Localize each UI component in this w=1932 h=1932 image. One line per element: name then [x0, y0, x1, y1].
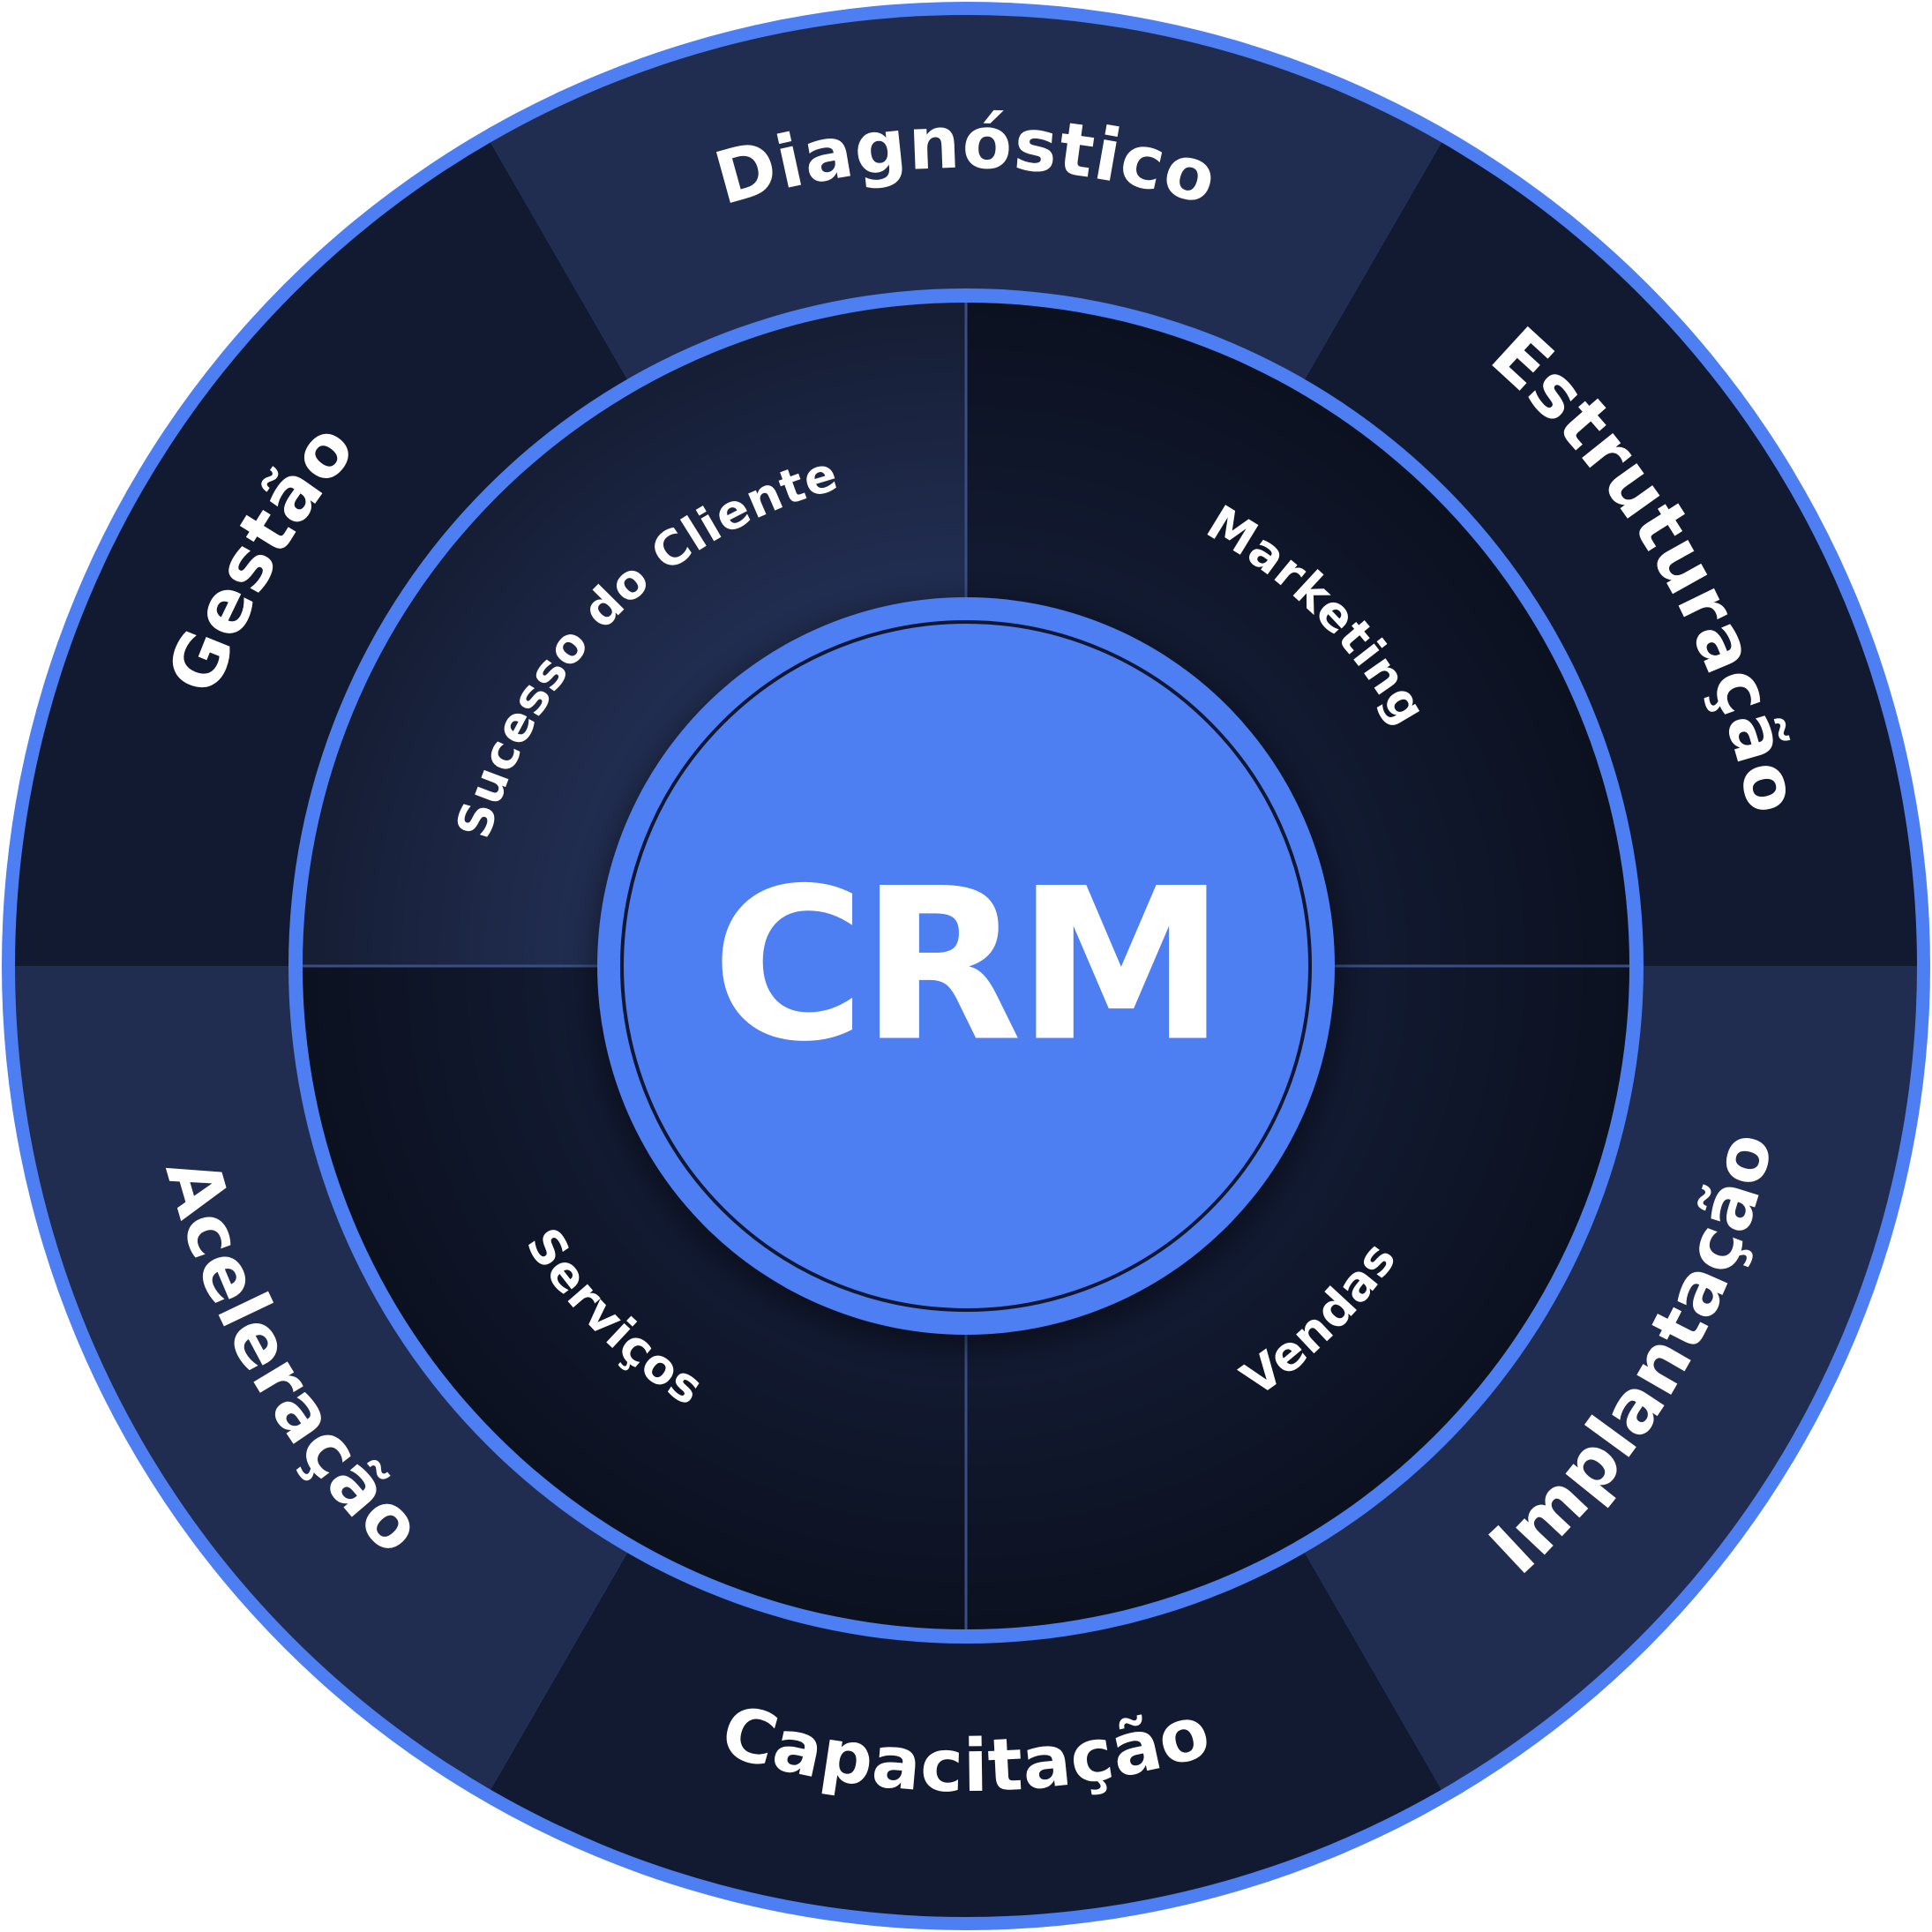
center-inner-line — [620, 620, 1312, 1312]
center-label-crm: CRM — [712, 844, 1221, 1089]
center-hub — [597, 597, 1335, 1335]
quadrant-dividers — [303, 303, 1629, 1629]
